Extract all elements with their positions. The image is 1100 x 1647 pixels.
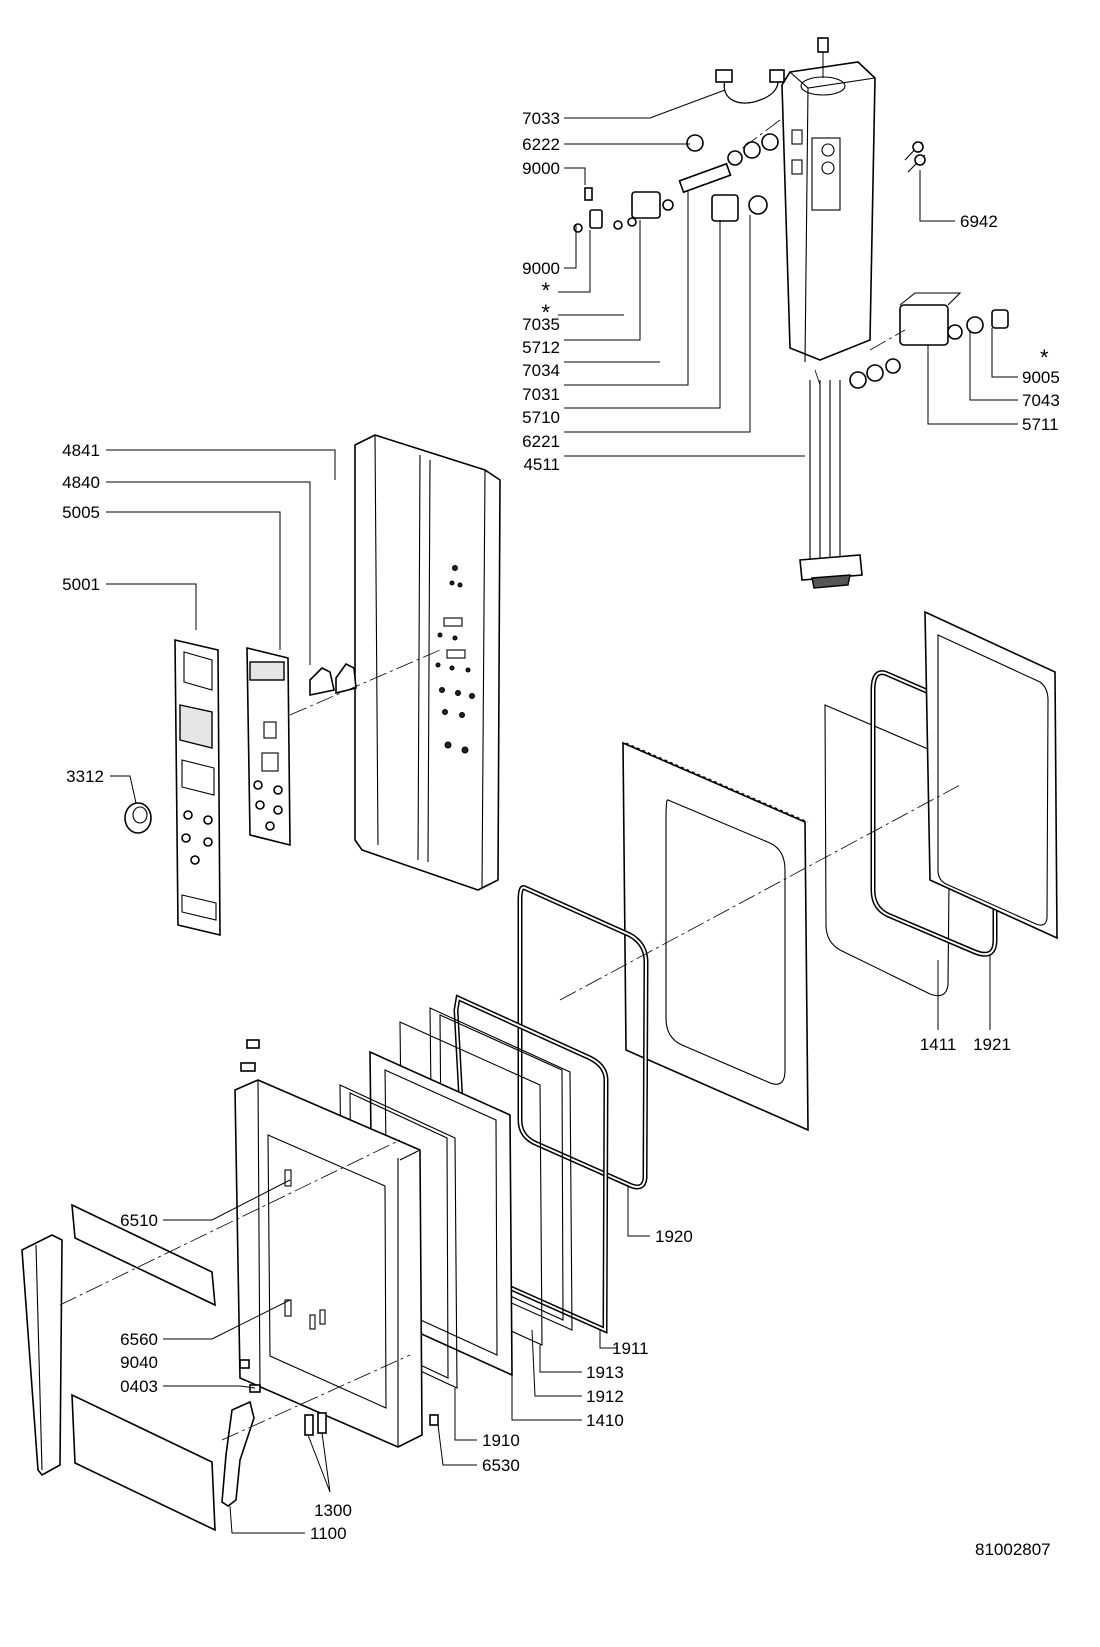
label-1100: 1100	[310, 1524, 347, 1543]
label-0403: 0403	[120, 1377, 158, 1396]
label-7034: 7034	[522, 361, 560, 380]
label-1410: 1410	[586, 1411, 624, 1430]
circuit-board-5005	[246, 646, 291, 847]
boiler-body	[781, 61, 876, 361]
housing-holes	[435, 565, 475, 754]
valve-fittings-left	[573, 133, 779, 233]
label-4841: 4841	[62, 441, 100, 460]
label-6222: 6222	[522, 135, 560, 154]
label-1921: 1921	[973, 1035, 1011, 1054]
heating-element-4511	[799, 380, 863, 589]
solenoid-valve-5711	[899, 304, 949, 346]
label-9040: 9040	[120, 1353, 158, 1372]
label-6560: 6560	[120, 1330, 158, 1349]
label-4511: 4511	[523, 455, 560, 474]
solenoid-valve-5710	[711, 194, 739, 222]
label-7035: 7035	[522, 315, 560, 334]
pipe-7031	[678, 162, 732, 194]
door-handle-1100	[221, 1400, 255, 1507]
label-6221: 6221	[522, 432, 560, 451]
drawing-number: 81002807	[975, 1540, 1051, 1559]
label-9005: 9005	[1022, 368, 1060, 387]
boiler-fittings	[849, 292, 1009, 389]
label-5001: 5001	[62, 575, 100, 594]
label-5710: 5710	[522, 408, 560, 427]
label-7043: 7043	[1022, 391, 1060, 410]
label-7031: 7031	[522, 385, 560, 404]
label-9000-bottom: 9000	[522, 259, 560, 278]
label-1411: 1411	[920, 1035, 957, 1054]
label-5712: 5712	[522, 338, 560, 357]
door-side-profile	[21, 1234, 63, 1477]
label-5711: 5711	[1022, 415, 1059, 434]
label-6530: 6530	[482, 1456, 520, 1475]
door-glass-panel	[622, 741, 809, 1132]
part-labels: 7033 6222 9000 9000 * * 7035 5712 7034 7…	[62, 109, 1060, 1559]
label-1912: 1912	[586, 1387, 624, 1406]
label-1920: 1920	[655, 1227, 693, 1246]
label-3312: 3312	[66, 767, 104, 786]
clip-4840	[309, 667, 335, 696]
sensors-6942	[904, 141, 926, 173]
label-5005: 5005	[62, 503, 100, 522]
label-asterisk-1: *	[541, 278, 550, 303]
label-1913: 1913	[586, 1363, 624, 1382]
frame-panel-right	[924, 610, 1058, 940]
label-asterisk-2: *	[541, 300, 550, 325]
assembly-axes	[59, 119, 961, 1441]
door-assembly	[21, 610, 1058, 1532]
leader-lines	[106, 89, 1018, 1534]
label-4840: 4840	[62, 473, 100, 492]
door-cover-upper	[71, 1203, 216, 1307]
label-6942: 6942	[960, 212, 998, 231]
solenoid-valve-5712	[631, 191, 661, 219]
control-panel-assembly	[124, 434, 501, 937]
label-6510: 6510	[120, 1211, 158, 1230]
door-cover-lower	[71, 1393, 216, 1532]
label-1910: 1910	[482, 1431, 520, 1450]
clip-4840b	[335, 662, 357, 695]
label-1911: 1911	[612, 1339, 649, 1358]
label-9000-top: 9000	[522, 159, 560, 178]
label-7033: 7033	[522, 109, 560, 128]
label-1300: 1300	[314, 1501, 352, 1520]
knob-3312	[124, 802, 152, 834]
label-asterisk-3: *	[1040, 345, 1049, 370]
side-panel-housing	[354, 434, 501, 891]
steam-generator-assembly	[573, 37, 1009, 589]
